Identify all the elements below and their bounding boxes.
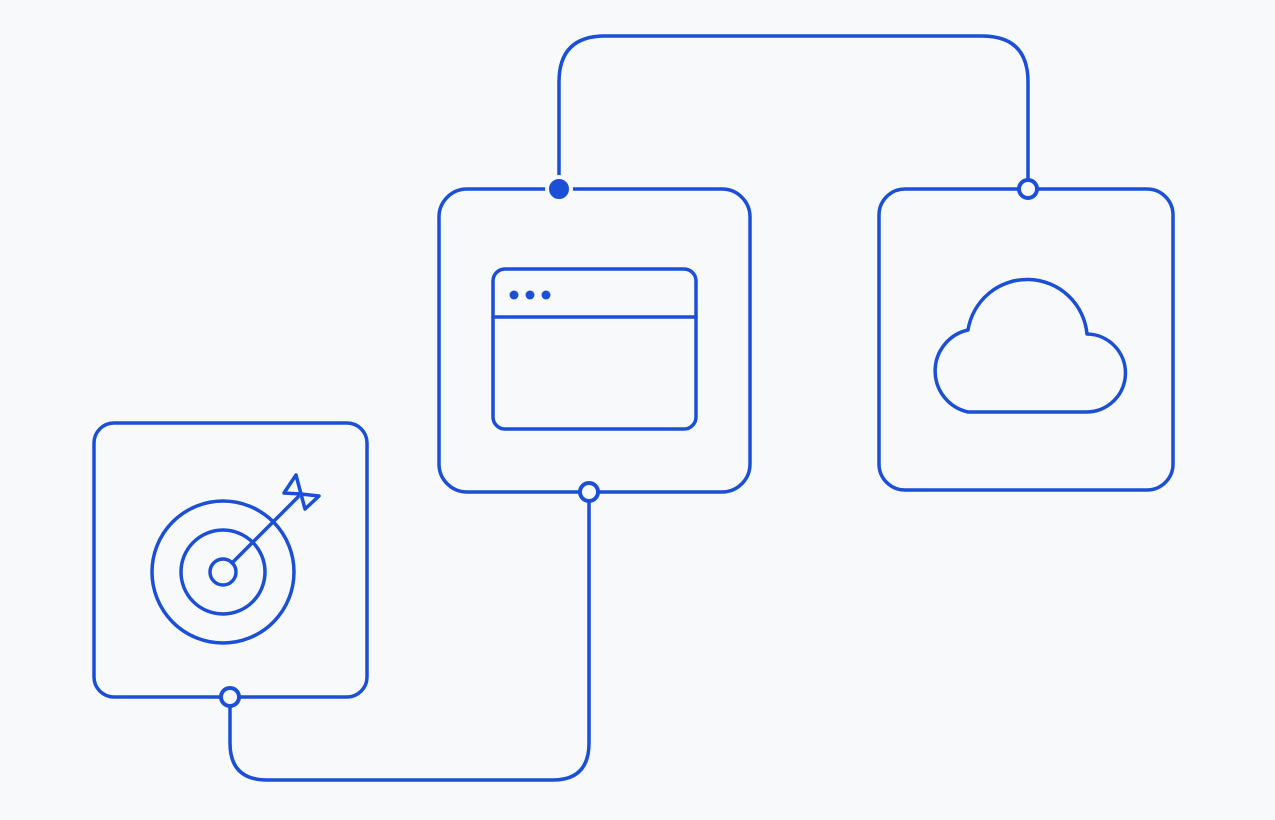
browser-dot-1 [509, 290, 519, 300]
browser-dot-3 [541, 290, 551, 300]
node-cloud-box [877, 187, 1175, 492]
node-browser-box [437, 187, 752, 494]
port-browser-bottom[interactable] [578, 481, 600, 503]
browser-window-icon [491, 267, 698, 431]
target-icon [150, 473, 321, 645]
connector-target-to-browser [228, 490, 591, 782]
port-cloud-top[interactable] [1017, 178, 1039, 200]
node-cloud[interactable] [877, 187, 1175, 492]
port-browser-top[interactable] [545, 175, 573, 203]
browser-dot-2 [525, 290, 535, 300]
node-browser[interactable] [437, 187, 752, 494]
node-target[interactable] [92, 421, 369, 699]
connectors [228, 34, 1030, 782]
ports [219, 175, 1039, 708]
port-target-bottom[interactable] [219, 686, 241, 708]
cloud-icon [933, 277, 1128, 414]
connector-browser-to-cloud [557, 34, 1030, 191]
